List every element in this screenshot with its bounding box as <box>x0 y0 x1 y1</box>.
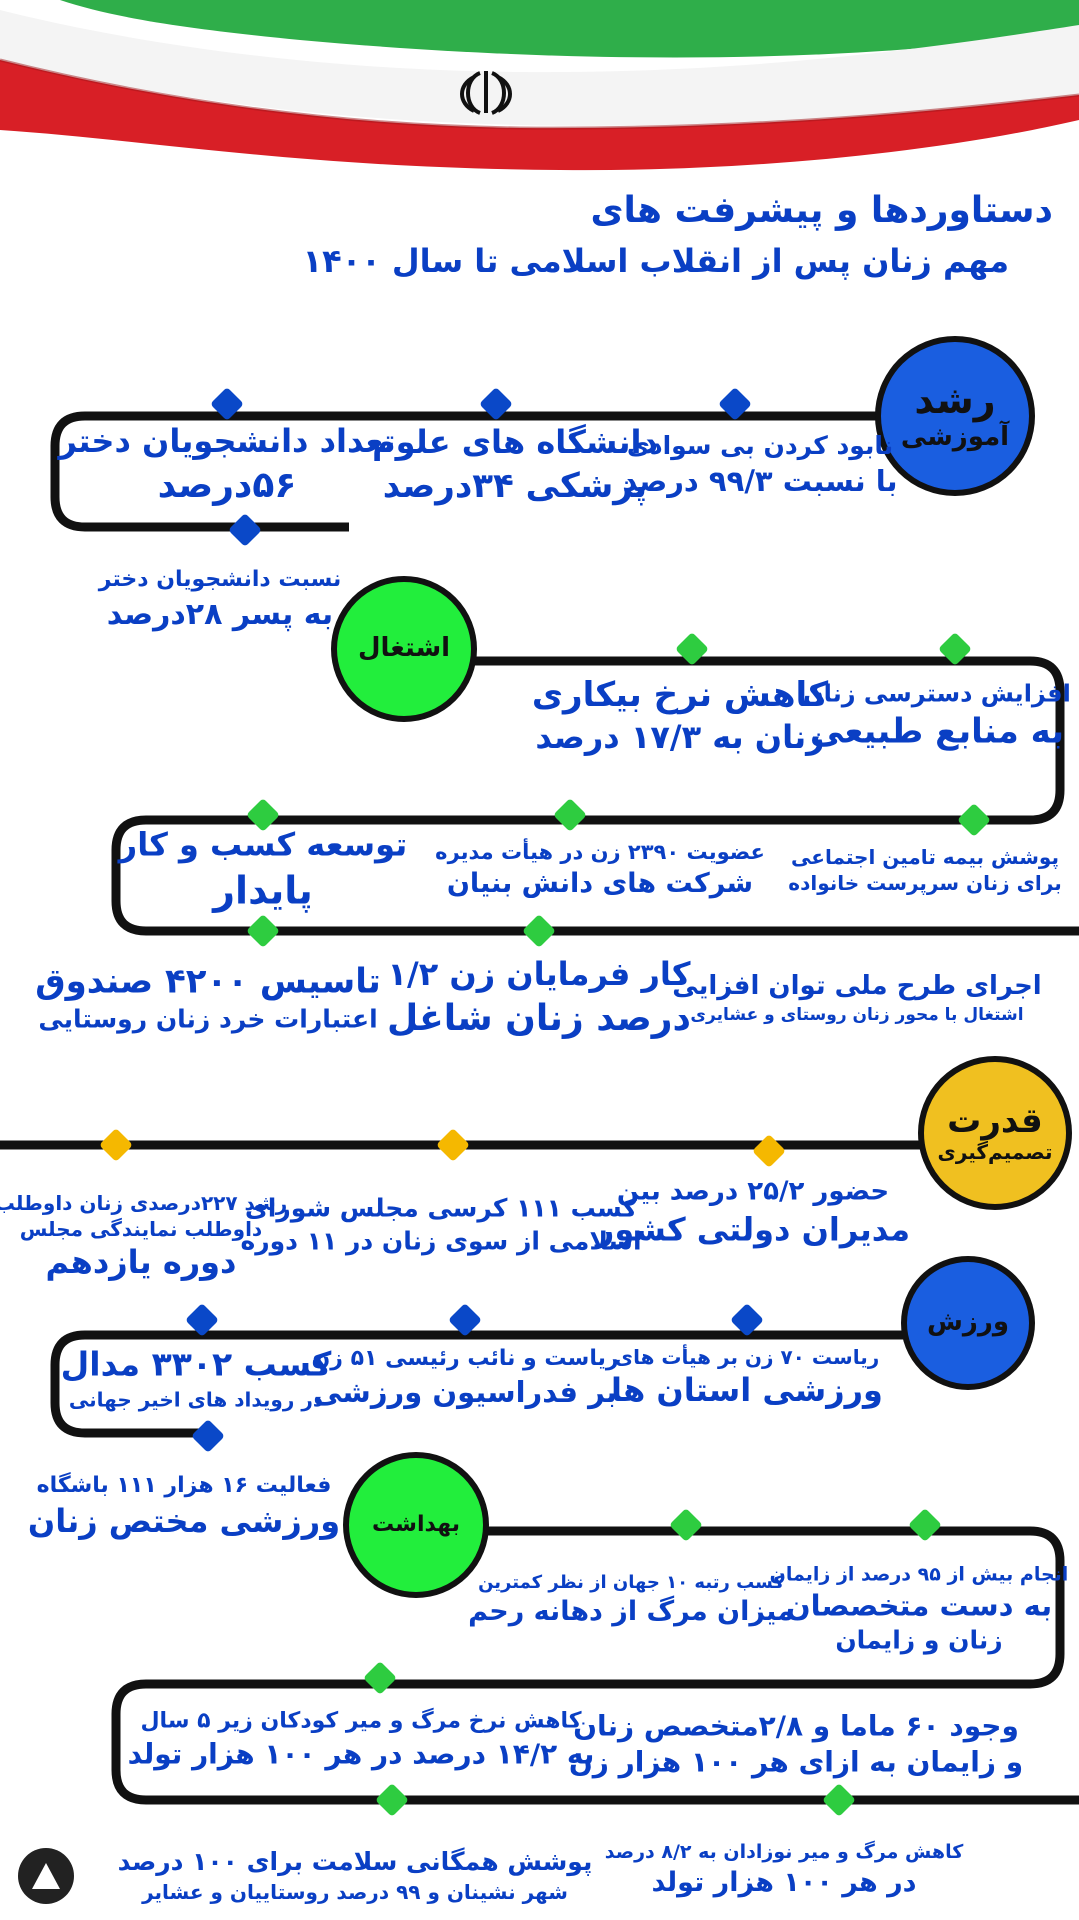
achievement-item: ریاست و نائب رئیسی ۵۱ زن بر فدراسیون ورزش… <box>311 1345 618 1411</box>
title-line-2: مهم زنان پس از انقلاب اسلامی تا سال ۱۴۰۰ <box>302 242 1009 280</box>
achievement-text-line: بر فدراسیون ورزشی <box>312 1374 618 1409</box>
achievement-text-line: نابود کردن بی سوادی <box>626 430 894 460</box>
achievement-text-line: زنان و زایمان <box>835 1625 1003 1655</box>
achievement-item: کار فرمایان زن ۱/۲ درصد زنان شاغل <box>387 954 691 1042</box>
achievement-text-line: درصد زنان شاغل <box>387 997 691 1039</box>
publisher-logo-icon <box>18 1848 74 1904</box>
achievement-text-line: شرکت های دانش بنیان <box>446 868 754 900</box>
achievement-item: افزایش دسترسی زنان به منابع طبیعی <box>803 678 1071 753</box>
achievement-item: فعالیت ۱۶ هزار ۱۱۱ باشگاه ورزشی مختص زنان <box>28 1472 340 1542</box>
achievement-text-line: کسب ۱۱۱ کرسی مجلس شورای <box>244 1193 638 1223</box>
achievement-text-line: توسعه کسب و کار <box>118 825 408 864</box>
achievement-text-line: اعتبارات خرد زنان روستایی <box>38 1004 378 1034</box>
achievement-text-line: اجرای طرح ملی توان افزایی <box>672 971 1042 1002</box>
achievement-text-line: کاهش نرخ بیکاری <box>531 675 829 716</box>
achievement-text-line: کار فرمایان زن ۱/۲ <box>387 954 691 993</box>
section-title-text: تصمیم‌گیری <box>937 1140 1053 1165</box>
achievement-text-line: افزایش دسترسی زنان <box>803 679 1071 708</box>
achievement-text-line: با نسبت ۹۹/۳ درصد <box>622 463 898 498</box>
achievement-text-line: انجام بیش از ۹۵ درصد از زایمان <box>769 1563 1069 1586</box>
achievement-item: کسب رتبه ۱۰ جهان از نظر کمترین میزان مرگ … <box>468 1571 794 1629</box>
section-title-text: قدرت <box>947 1100 1043 1141</box>
achievement-item: نسبت دانشجویان دختر به پسر ۲۸درصد <box>99 566 341 634</box>
achievement-text-line: برای زنان سرپرست خانواده <box>788 871 1062 895</box>
section-badge-health: بهداشت <box>343 1452 489 1598</box>
achievement-text-line: عضویت ۲۳۹۰ زن در هیأت مدیره <box>435 839 765 864</box>
achievement-text-line: کاهش مرگ و میر نوزادان به ۸/۲ درصد <box>604 1841 964 1864</box>
achievement-text-line: پایدار <box>213 868 313 913</box>
iran-flag-banner <box>0 0 1079 171</box>
achievement-text-line: پوشش همگانی سلامت برای ۱۰۰ درصد <box>117 1846 593 1876</box>
achievement-item: کسب ۱۱۱ کرسی مجلس شورای اسلامی از سوی زنا… <box>240 1193 641 1258</box>
title-line-1: دستاوردها و پیشرفت های <box>590 190 1053 231</box>
achievement-item: کاهش نرخ مرگ و میر کودکان زیر ۵ سال به ۱۴… <box>128 1708 595 1773</box>
achievement-text-line: ریاست و نائب رئیسی ۵۱ زن <box>311 1345 619 1371</box>
achievement-text-line: رشد ۲۲۷درصدی زنان داوطلب <box>0 1191 288 1216</box>
achievement-text-line: دانشگاه های علوم <box>372 423 658 462</box>
achievement-item: کسب ۳۳۰۲ مدال در رویداد های اخیر جهانی <box>61 1344 332 1413</box>
achievement-text-line: کسب رتبه ۱۰ جهان از نظر کمترین <box>478 1571 784 1593</box>
achievement-text-line: حضور ۲۵/۲ درصد بین <box>616 1176 890 1207</box>
achievement-text-line: دوره یازدهم <box>45 1243 237 1282</box>
achievement-text-line: داوطلب نمایندگی مجلس <box>19 1217 263 1242</box>
achievement-text-line: فعالیت ۱۶ هزار ۱۱۱ باشگاه <box>36 1472 332 1498</box>
achievement-text-line: به منابع طبیعی <box>809 711 1065 752</box>
achievement-text-line: تاسیس ۴۲۰۰ صندوق <box>35 961 381 1002</box>
achievement-text-line: و زایمان به ازای هر ۱۰۰ هزار زن <box>568 1746 1024 1779</box>
achievement-text-line: به دست متخصصان <box>785 1588 1053 1623</box>
achievement-text-line: نسبت دانشجویان دختر <box>98 567 342 593</box>
section-title-text: اشتغال <box>357 633 451 664</box>
section-title-text: بهداشت <box>372 1512 460 1538</box>
achievement-text-line: کسب ۳۳۰۲ مدال <box>60 1344 332 1384</box>
achievement-item: پوشش همگانی سلامت برای ۱۰۰ درصد شهر نشینا… <box>118 1846 593 1905</box>
achievement-text-line: به پسر ۲۸درصد <box>106 596 334 632</box>
section-badge-sports: ورزش <box>901 1256 1035 1390</box>
section-title-text: رشد <box>914 378 996 423</box>
achievement-text-line: شهر نشینان و ۹۹ درصد روستاییان و عشایر <box>142 1879 568 1904</box>
achievement-text-line: تعداد دانشجویان دختر <box>58 421 396 460</box>
achievement-text-line: ریاست ۷۰ زن بر هیأت های <box>614 1345 880 1370</box>
achievement-text-line: میزان مرگ از دهانه رحم <box>468 1596 794 1628</box>
achievement-text-line: در هر ۱۰۰ هزار تولد <box>651 1866 917 1898</box>
achievement-text-line: وجود ۶۰ ماما و ۲/۸متخصص زنان <box>573 1709 1019 1743</box>
achievement-text-line: کاهش نرخ مرگ و میر کودکان زیر ۵ سال <box>140 1708 582 1734</box>
achievement-text-line: اسلامی از سوی زنان در ۱۱ دوره <box>240 1226 642 1255</box>
iran-emblem-icon <box>460 71 512 115</box>
section-badge-employment: اشتغال <box>331 576 477 722</box>
achievement-text-line: به ۱۴/۲ درصد در هر ۱۰۰ هزار تولد <box>127 1737 595 1771</box>
achievement-text-line: اشتغال با محور زنان روستای و عشایری <box>690 1004 1024 1025</box>
achievement-text-line: ورزشی استان ها <box>611 1371 883 1410</box>
achievement-text-line: در رویداد های اخیر جهانی <box>68 1387 324 1412</box>
achievement-item: توسعه کسب و کار پایدار <box>119 825 407 916</box>
achievement-text-line: مدیران دولتی کشور <box>595 1210 911 1249</box>
achievement-item: تعداد دانشجویان دختر ۵۶درصد <box>58 421 395 509</box>
achievement-text-line: پزشکی ۳۴درصد <box>382 465 648 506</box>
achievement-text-line: ورزشی مختص زنان <box>27 1501 341 1540</box>
section-title-text: ورزش <box>927 1307 1009 1338</box>
achievement-text-line: ۵۶درصد <box>157 464 297 506</box>
achievement-text-line: زنان به ۱۷/۳ درصد <box>535 718 825 757</box>
section-title-text: آموزشی <box>900 421 1010 452</box>
achievement-text-line: پوشش بیمه تامین اجتماعی <box>791 845 1059 869</box>
achievement-item: عضویت ۲۳۹۰ زن در هیأت مدیره شرکت های دانش… <box>435 839 765 901</box>
